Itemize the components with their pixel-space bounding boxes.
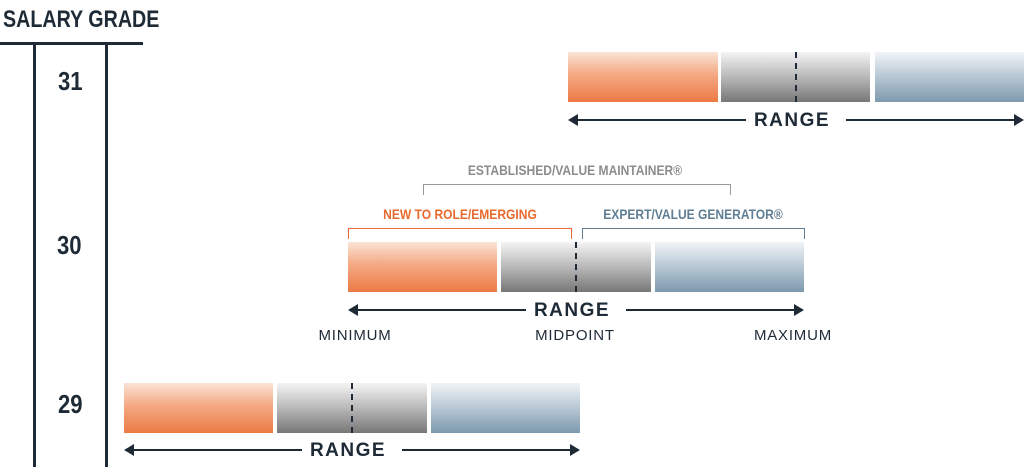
- midpoint-marker: [795, 52, 797, 102]
- arrow-right-icon: [794, 304, 804, 316]
- range-line-right: [846, 119, 1016, 121]
- arrow-right-icon: [1014, 114, 1024, 126]
- diagram-title: SALARY GRADE: [3, 6, 160, 33]
- expert-segment: [431, 383, 580, 433]
- range-line-right: [402, 449, 572, 451]
- grade-label-29: 29: [58, 389, 83, 419]
- range-label: RANGE: [533, 300, 611, 321]
- range-line-right: [626, 309, 796, 311]
- grade-29-band: [124, 383, 580, 433]
- range-line-left: [576, 119, 746, 121]
- expert-label: EXPERT/VALUE GENERATOR®: [603, 206, 783, 222]
- grade-label-31: 31: [58, 66, 83, 96]
- new-to-role-segment: [568, 52, 718, 102]
- grade-column-right-border: [105, 45, 108, 467]
- new-to-role-label: NEW TO ROLE/EMERGING: [383, 206, 537, 222]
- new-to-role-segment: [124, 383, 273, 433]
- title-underline: [0, 42, 143, 45]
- grade-31-band: [568, 52, 1024, 102]
- arrow-left-icon: [348, 304, 358, 316]
- minimum-label: MINIMUM: [318, 327, 392, 344]
- midpoint-marker: [575, 242, 577, 292]
- grade-column-left-border: [33, 45, 36, 467]
- grade-30-range-arrow: RANGE: [348, 300, 804, 321]
- range-label: RANGE: [753, 110, 831, 131]
- range-line-left: [132, 449, 302, 451]
- new-to-role-segment: [348, 242, 497, 292]
- arrow-right-icon: [570, 444, 580, 456]
- grade-30-band: [348, 242, 804, 292]
- grade-31-range-arrow: RANGE: [568, 110, 1024, 131]
- grade-label-30: 30: [57, 230, 82, 260]
- grade-29-range-arrow: RANGE: [124, 440, 580, 461]
- arrow-left-icon: [568, 114, 578, 126]
- maximum-label: MAXIMUM: [753, 327, 833, 344]
- new-to-role-bracket: [348, 228, 572, 239]
- range-label: RANGE: [309, 440, 387, 461]
- expert-segment: [875, 52, 1024, 102]
- expert-bracket: [582, 228, 805, 239]
- established-bracket: [423, 184, 731, 195]
- established-label: ESTABLISHED/VALUE MAINTAINER®: [467, 162, 683, 178]
- midpoint-label: MIDPOINT: [535, 327, 615, 344]
- range-line-left: [356, 309, 526, 311]
- midpoint-marker: [351, 383, 353, 433]
- arrow-left-icon: [124, 444, 134, 456]
- expert-segment: [655, 242, 804, 292]
